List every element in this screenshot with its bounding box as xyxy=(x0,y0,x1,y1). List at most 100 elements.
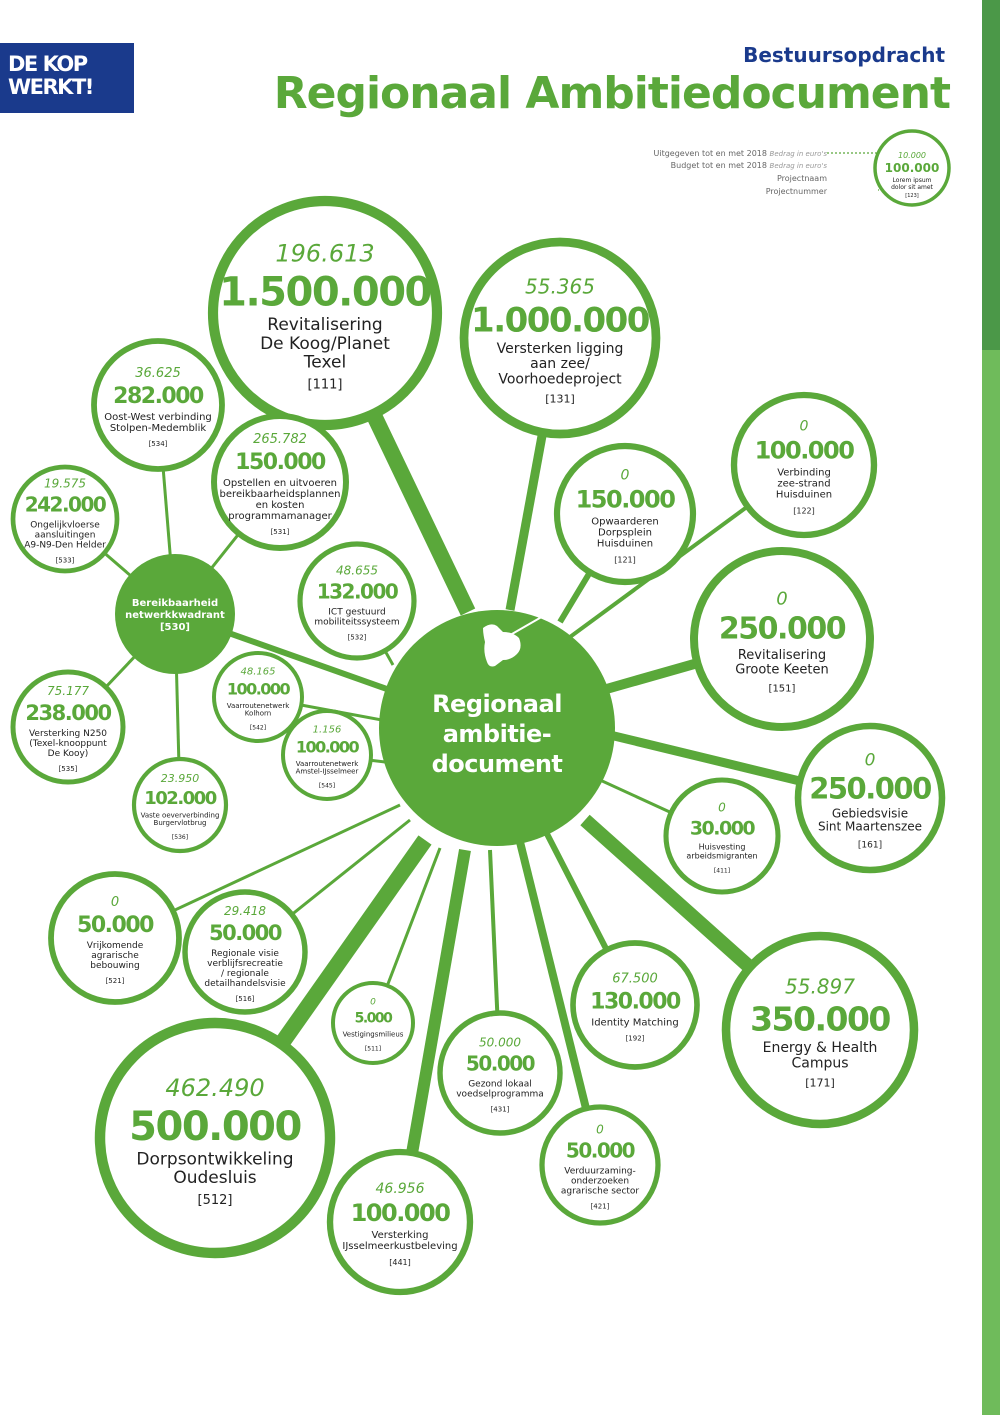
project-ring xyxy=(297,541,417,661)
project-spent: 0 xyxy=(776,589,787,610)
project-node-512: 462.490500.000DorpsontwikkelingOudesluis… xyxy=(94,1017,336,1259)
project-name: agrarische sector xyxy=(561,1186,640,1196)
project-name: Campus xyxy=(791,1055,848,1071)
project-budget: 250.000 xyxy=(719,612,846,647)
project-name: Burgervlotbrug xyxy=(154,819,207,827)
project-name: mobiliteitssysteem xyxy=(314,617,399,627)
project-spent: 196.613 xyxy=(275,239,374,267)
project-number: [532] xyxy=(348,633,367,641)
project-ring xyxy=(331,981,415,1065)
project-name: Revitalisering xyxy=(738,648,826,663)
project-name: / regionale xyxy=(221,969,269,979)
project-spent: 0 xyxy=(621,468,630,484)
project-budget: 1.500.000 xyxy=(219,269,431,315)
project-name: bereikbaarheidsplannen xyxy=(220,489,341,500)
project-spent: 0 xyxy=(800,419,809,435)
project-ring xyxy=(48,871,182,1005)
project-spent: 19.575 xyxy=(44,477,86,491)
project-name: Huisvesting xyxy=(699,843,746,852)
project-number: [111] xyxy=(308,378,343,393)
project-budget: 130.000 xyxy=(590,990,681,1015)
project-name: Identity Matching xyxy=(591,1018,678,1029)
project-spent: 75.177 xyxy=(47,684,89,698)
project-spent: 36.625 xyxy=(135,366,181,381)
logo-line-2: WERKT! xyxy=(8,75,94,99)
project-name: bebouwing xyxy=(90,961,139,971)
project-ring xyxy=(212,651,304,743)
project-ring xyxy=(730,391,878,539)
legend-sample-spent: 10.000 xyxy=(898,151,926,160)
project-ring xyxy=(10,464,120,574)
project-spent: 0 xyxy=(718,801,726,815)
project-node-122: 0100.000Verbindingzee-strandHuisduinen[1… xyxy=(730,391,878,539)
project-name: Sint Maartenszee xyxy=(818,820,922,834)
project-name: Stolpen-Medemblik xyxy=(110,423,207,434)
project-name: onderzoeken xyxy=(571,1176,629,1186)
project-name: programmamanager xyxy=(228,511,332,522)
project-name: Energy & Health xyxy=(763,1040,878,1056)
center-disc xyxy=(379,610,615,846)
project-spent: 0 xyxy=(865,750,876,770)
project-node-421: 0 50.000Verduurzaming-onderzoekenagrarisc… xyxy=(539,1104,661,1226)
legend-row-number: Projectnummer xyxy=(766,187,827,196)
project-spent: 1.156 xyxy=(313,724,342,735)
project-budget: 150.000 xyxy=(576,486,676,514)
project-budget: 50.000 xyxy=(77,913,154,938)
project-ring xyxy=(91,338,225,472)
project-number: [534] xyxy=(149,440,168,448)
project-name: en kosten xyxy=(256,500,305,511)
project-spent: 50.000 xyxy=(479,1036,521,1050)
project-budget: 350.000 xyxy=(750,1000,890,1039)
project-name: Versterking xyxy=(372,1230,429,1241)
project-name: De Koog/Planet xyxy=(260,334,390,354)
legend-sample-name: Lorem ipsum xyxy=(893,177,932,184)
project-spent: 0 xyxy=(596,1123,604,1137)
legend-sample-number: [123] xyxy=(905,193,918,199)
project-spent: 48.655 xyxy=(336,564,378,578)
project-ring xyxy=(131,756,229,854)
project-ring xyxy=(721,931,919,1129)
project-budget: 50.000 xyxy=(209,921,282,945)
page-kicker: Bestuursopdracht xyxy=(743,43,945,67)
project-number: [521] xyxy=(106,977,125,985)
project-budget: 50.000 xyxy=(566,1139,635,1163)
legend-label: Projectnaam xyxy=(776,174,827,183)
project-ring xyxy=(281,709,373,801)
project-number: [431] xyxy=(491,1105,510,1113)
project-budget: 50.000 xyxy=(466,1052,535,1076)
project-node-441: 46.956100.000VersterkingIJsselmeerkustbe… xyxy=(326,1148,474,1296)
project-name: De Kooy) xyxy=(48,749,89,759)
project-name: aan zee/ xyxy=(530,356,590,372)
project-name: Gezond lokaal xyxy=(468,1080,532,1090)
project-node-533: 19.575242.000Ongelijkvloerseaansluitinge… xyxy=(10,464,120,574)
project-number: [542] xyxy=(250,725,266,732)
legend-sample-ring xyxy=(873,129,951,207)
project-name: Verduurzaming- xyxy=(564,1167,636,1177)
center-title: ambitie- xyxy=(443,720,552,748)
project-spent: 0 xyxy=(370,998,376,1008)
logo-text: DE KOP WERKT! xyxy=(8,53,130,99)
center-title: document xyxy=(432,750,563,778)
project-name: Huisduinen xyxy=(597,539,653,550)
project-name: zee-strand xyxy=(777,479,830,490)
project-budget: 282.000 xyxy=(113,384,204,409)
project-number: [536] xyxy=(172,834,188,841)
project-name: Gebiedsvisie xyxy=(832,807,908,821)
project-ring xyxy=(794,722,946,874)
project-number: [161] xyxy=(858,841,882,851)
project-budget: 102.000 xyxy=(144,788,216,809)
project-number: [411] xyxy=(714,867,730,874)
center-title: Regionaal xyxy=(432,690,562,718)
project-spent: 55.897 xyxy=(785,975,855,999)
project-budget: 250.000 xyxy=(809,771,931,805)
